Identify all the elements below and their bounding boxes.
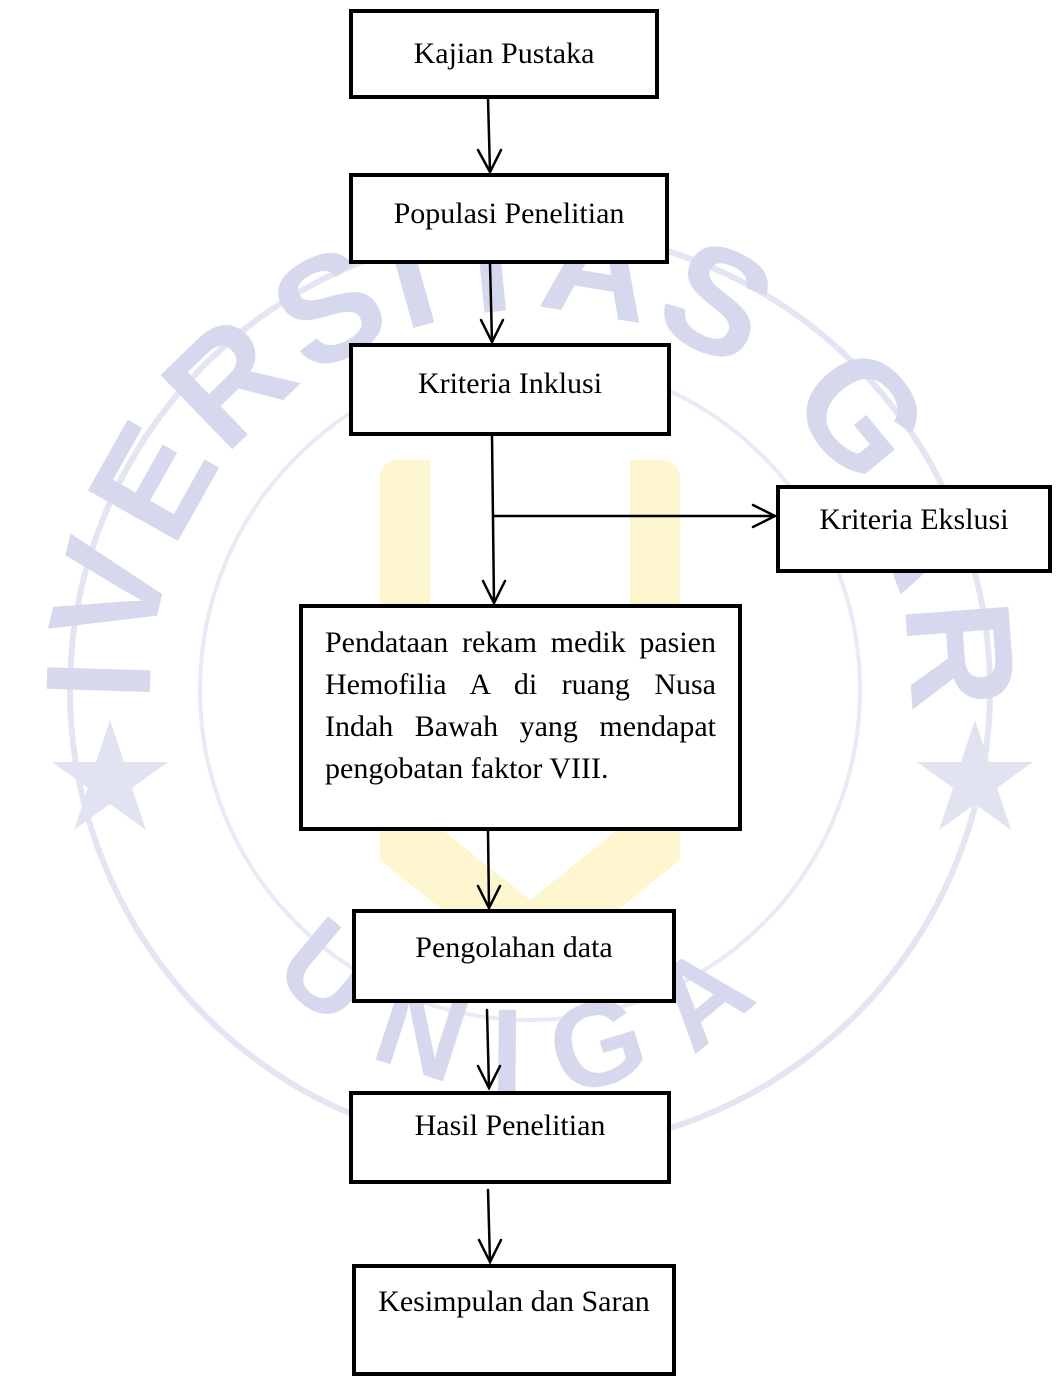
arrow-to-exclusion: [492, 503, 778, 529]
step-label: Hasil Penelitian: [414, 1109, 606, 1142]
arrow-3-to-5: [481, 434, 507, 606]
arrow-5-to-6: [476, 829, 502, 911]
arrow-2-to-3: [479, 262, 505, 345]
star-icon-left: [52, 720, 168, 830]
step-label: Populasi Penelitian: [393, 197, 625, 230]
step-label: Kriteria Ekslusi: [819, 503, 1009, 536]
arrow-6-to-7: [476, 1008, 502, 1091]
star-icon-right: [917, 720, 1033, 830]
step-medical-record-collection: Pendataan rekam medik pasien Hemofilia A…: [299, 604, 742, 831]
step-label: Kriteria Inklusi: [417, 367, 603, 400]
arrow-1-to-2: [476, 97, 503, 175]
step-research-results: Hasil Penelitian: [349, 1091, 671, 1184]
seal-emblem: [380, 460, 680, 980]
step-label: Kesimpulan dan Saran: [378, 1285, 650, 1318]
step-conclusion-and-suggestions: Kesimpulan dan Saran: [352, 1264, 676, 1376]
step-label: Pendataan rekam medik pasien Hemofilia A…: [325, 626, 716, 785]
step-label: Kajian Pustaka: [413, 37, 595, 70]
step-inclusion-criteria: Kriteria Inklusi: [349, 343, 671, 436]
step-data-processing: Pengolahan data: [352, 909, 676, 1003]
step-label: Pengolahan data: [415, 931, 613, 964]
arrow-7-to-8: [477, 1188, 503, 1265]
step-exclusion-criteria: Kriteria Ekslusi: [776, 485, 1052, 573]
step-research-population: Populasi Penelitian: [349, 173, 669, 264]
step-literature-review: Kajian Pustaka: [349, 9, 659, 99]
